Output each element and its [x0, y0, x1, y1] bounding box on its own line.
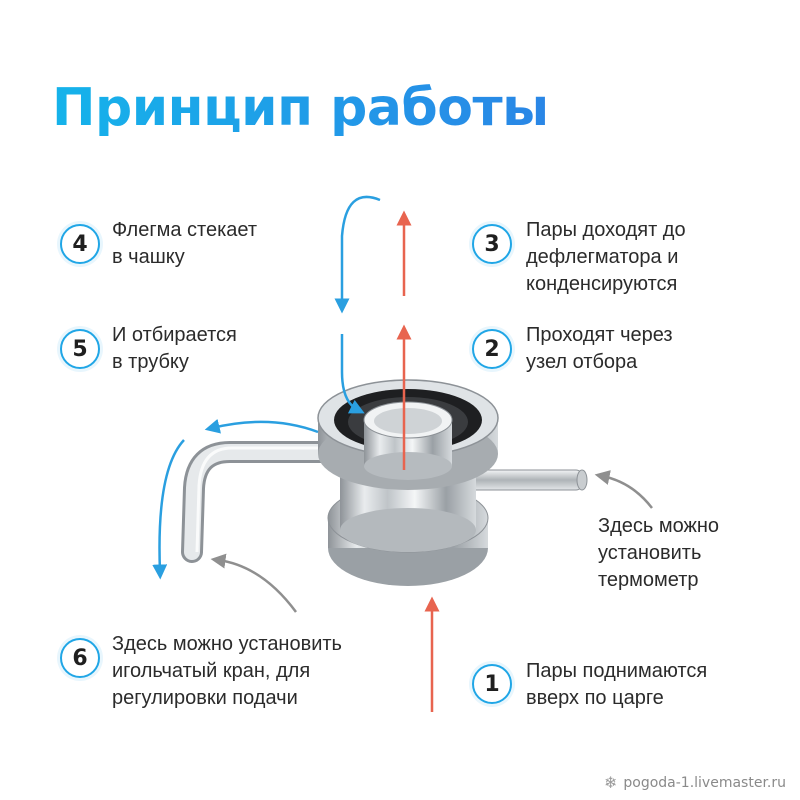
thermometer-note-line-1: Здесь можно: [598, 515, 720, 537]
step-text-4: Флегма стекает в чашку: [112, 217, 257, 271]
step-5-line-2: в трубку: [112, 351, 189, 373]
snowflake-icon: ❄: [603, 773, 618, 792]
step-badge-6: 6: [60, 638, 100, 678]
step-3-line-2: дефлегматора и: [526, 246, 679, 268]
pointer-arrow-thermometer: [594, 470, 653, 509]
step-3-line-3: конденсируются: [526, 273, 678, 295]
step-badge-2: 2: [472, 329, 512, 369]
step-text-3: Пары доходят до дефлегматора и конденсир…: [526, 217, 686, 298]
step-2-line-1: Проходят через: [526, 324, 673, 346]
top-flange: [317, 379, 499, 490]
step-badge-1: 1: [472, 664, 512, 704]
thermometer-note-line-3: термометр: [598, 569, 699, 591]
watermark: ❄ pogoda-1.livemaster.ru: [604, 773, 786, 792]
step-text-6: Здесь можно установить игольчатый кран, …: [112, 631, 342, 712]
step-6-line-1: Здесь можно установить: [112, 633, 342, 655]
takeoff-arrow-left: [204, 418, 319, 434]
thermometer-note: Здесь можно установить термометр: [598, 513, 719, 594]
page-title: Принцип работы: [52, 78, 549, 138]
step-2-line-2: узел отбора: [526, 351, 638, 373]
watermark-text: pogoda-1.livemaster.ru: [623, 774, 786, 791]
step-6-line-3: регулировки подачи: [112, 687, 298, 709]
step-badge-5: 5: [60, 329, 100, 369]
reflux-arrow-cup: [340, 334, 365, 414]
step-text-2: Проходят через узел отбора: [526, 322, 673, 376]
takeoff-arrow-down: [152, 439, 185, 580]
step-3-line-1: Пары доходят до: [526, 219, 686, 241]
step-5-line-1: И отбирается: [112, 324, 237, 346]
thermometer-note-line-2: установить: [598, 542, 702, 564]
step-4-line-2: в чашку: [112, 246, 185, 268]
step-4-line-1: Флегма стекает: [112, 219, 258, 241]
reflux-arrow-top: [334, 195, 381, 314]
step-6-line-2: игольчатый кран, для: [112, 660, 311, 682]
thermometer-port: [469, 469, 588, 491]
pointer-arrow-valve: [210, 553, 298, 613]
step-text-1: Пары поднимаются вверх по царге: [526, 658, 707, 712]
takeoff-tube: [181, 441, 341, 563]
step-1-line-1: Пары поднимаются: [526, 660, 708, 682]
step-1-line-2: вверх по царге: [526, 687, 664, 709]
step-text-5: И отбирается в трубку: [112, 322, 237, 376]
step-badge-3: 3: [472, 224, 512, 264]
step-badge-4: 4: [60, 224, 100, 264]
